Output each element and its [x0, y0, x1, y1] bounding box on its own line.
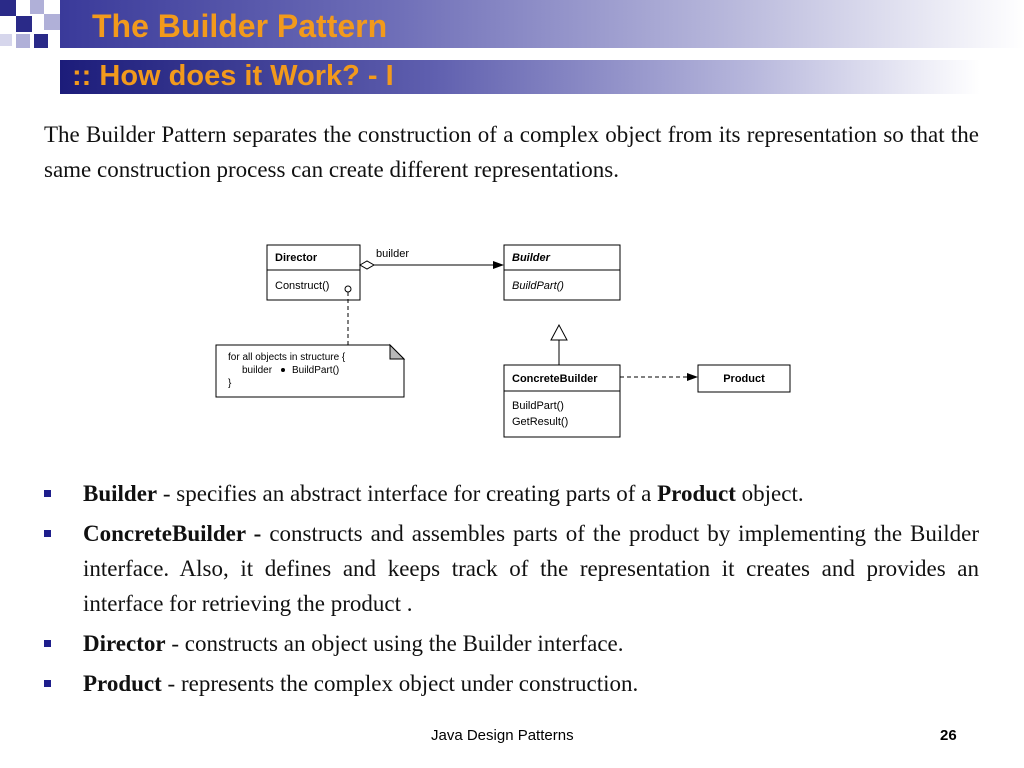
title-bar — [60, 0, 1024, 48]
inheritance-arrow — [550, 323, 568, 365]
code-note: for all objects in structure { builder B… — [215, 343, 406, 398]
builder-class-box: Builder BuildPart() — [503, 244, 621, 301]
slide-subtitle: :: How does it Work? - I — [72, 60, 394, 92]
note-line-1: for all objects in structure { — [228, 352, 346, 363]
bullet-term: ConcreteBuilder - — [83, 521, 262, 546]
concretebuilder-class-name: ConcreteBuilder — [512, 373, 598, 385]
concretebuilder-class-box: ConcreteBuilder BuildPart() GetResult() — [503, 364, 621, 438]
subtitle-bar — [60, 60, 980, 94]
slide-title: The Builder Pattern — [92, 8, 388, 44]
bullet-product: Product - represents the complex object … — [44, 666, 979, 701]
director-class-box: Director Construct() — [266, 244, 361, 301]
note-line-2-call: BuildPart() — [292, 365, 339, 376]
director-method: Construct() — [275, 280, 329, 292]
builder-method: BuildPart() — [512, 280, 564, 292]
bullet-marker-icon — [44, 490, 51, 497]
bullet-term: Product — [83, 671, 162, 696]
bullet-concretebuilder: ConcreteBuilder - constructs and assembl… — [44, 516, 979, 621]
builder-class-name: Builder — [512, 252, 551, 264]
concretebuilder-method-1: BuildPart() — [512, 400, 564, 412]
footer-course-title: Java Design Patterns — [431, 727, 574, 744]
page-number: 26 — [940, 727, 957, 744]
concretebuilder-method-2: GetResult() — [512, 416, 568, 428]
note-connector — [344, 285, 352, 345]
dependency-arrow — [620, 373, 698, 381]
bullet-term: Director — [83, 631, 166, 656]
bullet-marker-icon — [44, 530, 51, 537]
product-class-box: Product — [697, 364, 791, 393]
association-label: builder — [376, 248, 409, 260]
note-line-2-builder: builder — [242, 365, 273, 376]
intro-paragraph: The Builder Pattern separates the constr… — [44, 122, 979, 182]
note-line-3: } — [228, 378, 232, 389]
product-class-name: Product — [723, 373, 765, 385]
bullet-marker-icon — [44, 680, 51, 687]
director-class-name: Director — [275, 252, 318, 264]
bullet-builder: Builder - specifies an abstract interfac… — [44, 476, 979, 511]
uml-class-diagram: Director Construct() Builder BuildPart()… — [215, 244, 791, 438]
bullet-marker-icon — [44, 640, 51, 647]
builder-association: builder — [358, 248, 504, 270]
bullet-term: Builder — [83, 481, 158, 506]
role-bullet-list: Builder - specifies an abstract interfac… — [44, 476, 979, 706]
bullet-director: Director - constructs an object using th… — [44, 626, 979, 661]
